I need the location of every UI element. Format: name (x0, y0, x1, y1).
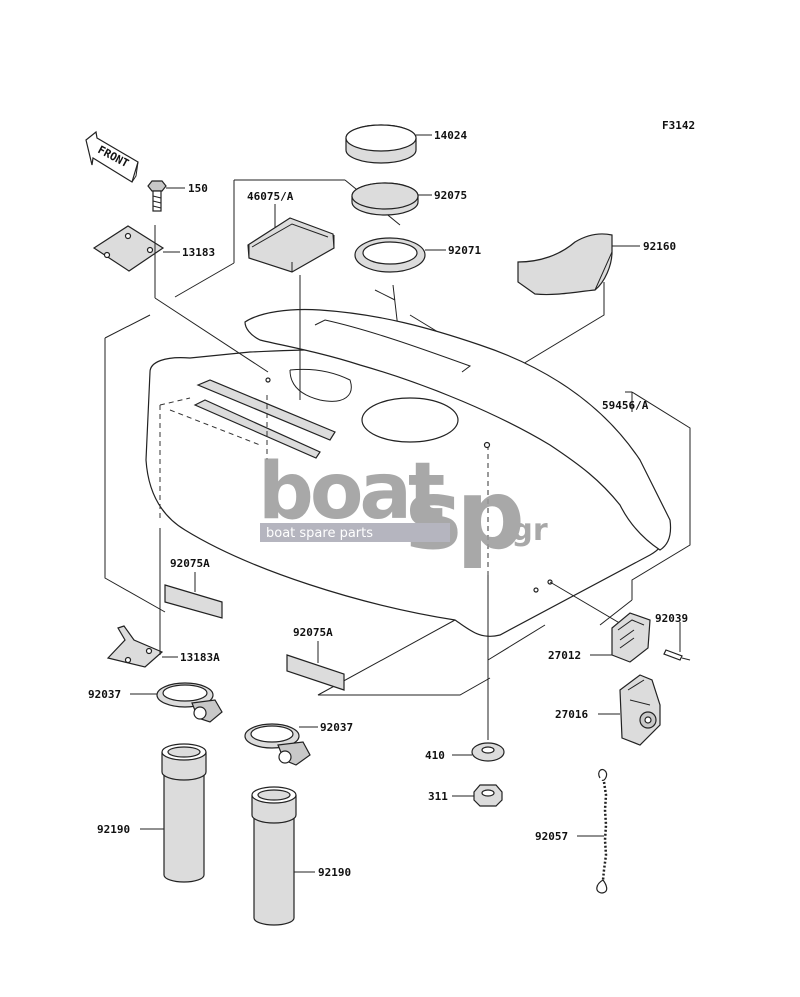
clamp-92037-right: 92037 (244, 721, 353, 766)
bracket-13183a: 13183A (106, 528, 220, 668)
part-13183a: 13183A (180, 651, 220, 664)
part-13183: 13183 (182, 246, 215, 259)
cap-14024: 14024 (345, 124, 467, 164)
strip-92075a-right: 92075A (286, 626, 345, 691)
part-92037-2: 92037 (320, 721, 353, 734)
part-27012: 27012 (548, 649, 581, 662)
part-92075a-2: 92075A (293, 626, 333, 639)
part-410: 410 (425, 749, 445, 762)
watermark-logo: boat sp .gr boat spare parts (258, 447, 548, 571)
part-92160: 92160 (643, 240, 676, 253)
part-92075: 92075 (434, 189, 467, 202)
front-arrow-icon: FRONT (85, 130, 139, 183)
part-27016: 27016 (555, 708, 588, 721)
watermark-brand-main: boat (258, 447, 444, 537)
part-92190-1: 92190 (97, 823, 130, 836)
part-46075-a: 46075/A (247, 190, 294, 203)
clamp-92037-left: 92037 (88, 682, 223, 723)
part-92057: 92057 (535, 830, 568, 843)
pad-46075: 46075/A (247, 190, 335, 273)
part-92075a-1: 92075A (170, 557, 210, 570)
nut-311: 311 (428, 784, 503, 807)
watermark-tagline: boat spare parts (266, 526, 373, 541)
lanyard-92057: 92057 (535, 768, 608, 894)
part-150: 150 (188, 182, 208, 195)
strip-92075a-left: 92075A (164, 557, 223, 619)
bolt-150: 150 (147, 180, 208, 212)
tube-92190-left: 92190 (97, 743, 207, 883)
part-92190-2: 92190 (318, 866, 351, 879)
tube-92190-right: 92190 (251, 786, 351, 926)
part-59456-a: 59456/A (602, 399, 649, 412)
latch-27012: 27012 (548, 612, 651, 663)
part-311: 311 (428, 790, 448, 803)
part-92039: 92039 (655, 612, 688, 625)
pin-92039: 92039 (655, 612, 691, 661)
hook-27016: 27016 (555, 674, 661, 746)
pad-92160: 92160 (487, 233, 676, 386)
gasket-92075: 92075 (351, 182, 467, 216)
watermark-brand-sp: sp (405, 459, 521, 571)
part-92071: 92071 (448, 244, 481, 257)
part-14024: 14024 (434, 129, 467, 142)
washer-410: 410 (425, 742, 505, 762)
part-92037-1: 92037 (88, 688, 121, 701)
plate-13183: 13183 (92, 225, 215, 272)
hull-cover-59456: 59456/A (104, 225, 691, 740)
watermark-brand-suffix: .gr (500, 513, 548, 548)
figure-code: F3142 (662, 119, 695, 132)
